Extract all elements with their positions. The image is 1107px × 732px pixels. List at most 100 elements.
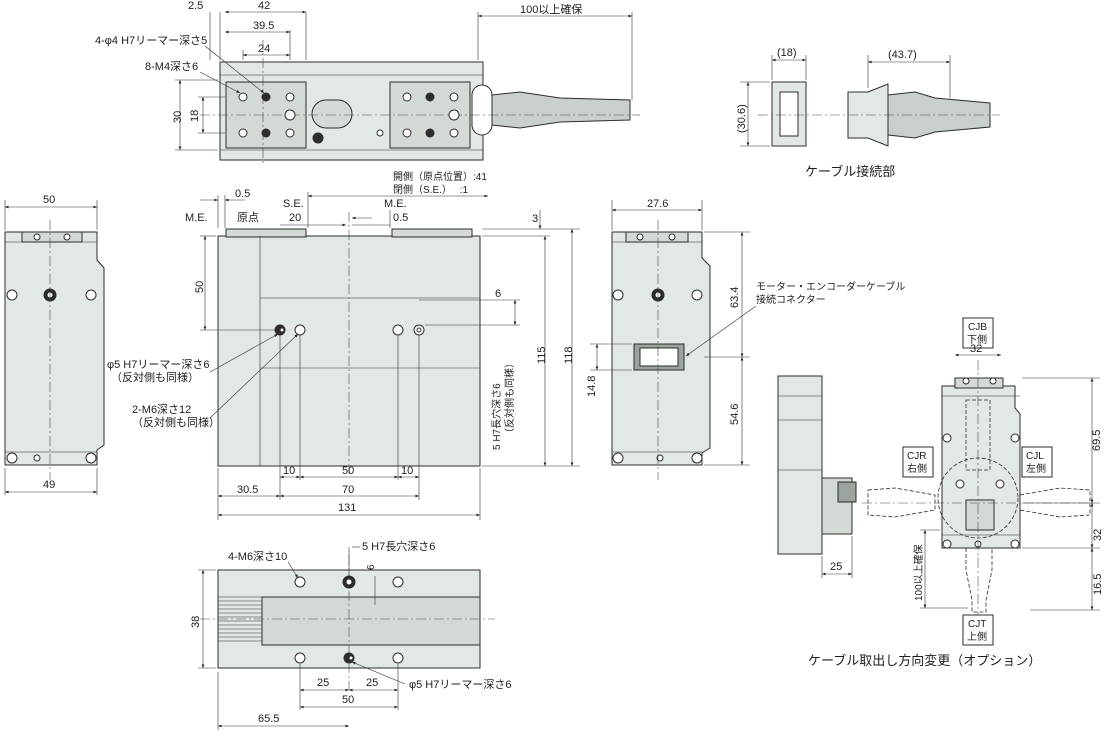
dim-0-5-left: 0.5 [235,188,250,200]
label-me-right: M.E. [384,198,407,210]
front-top-plate-left [225,228,307,238]
dim-131: 131 [338,502,356,514]
dim-118: 118 [563,346,575,364]
option-front-view: CJB 下側 CJR 右側 CJL 左側 CJT 上側 32 69.5 32 1… [808,317,1104,668]
note-open-side: 開側（原点位置）:41 [393,170,487,183]
label-me-left: M.E. [185,212,208,224]
note-close-side: 閉側（S.E.） :1 [393,183,468,196]
tag-cjb-box [962,317,994,349]
label-connector: モーター・エンコーダーケーブル [756,280,905,293]
tag-cjb: CJB [968,322,987,333]
dim-24: 24 [258,43,270,55]
top-view: 2.5 42 39.5 24 30 18 100以上確保 4-φ4 H7リーマー… [95,0,640,165]
dim-63-4: 63.4 [729,287,741,308]
right-holes [612,233,703,464]
label-phi5-bottom: φ5 H7リーマー深さ6 [409,678,512,691]
option-side-view: 25 [777,375,857,578]
dim-42: 42 [258,0,270,12]
label-h7-hole: 4-φ4 H7リーマー深さ5 [95,34,207,47]
tag-cjb-sub: 下側 [967,333,987,346]
dim-54-6: 54.6 [729,404,741,425]
cable-up-outline [965,399,991,471]
label-cable-100: 100以上確保 [912,544,925,601]
dim-6-bottom: 6 [366,564,377,570]
front-view: 開側（原点位置）:41 閉側（S.E.） :1 0.5 M.E. 原点 S.E.… [107,170,580,520]
dim-69-5: 69.5 [1091,430,1103,451]
tag-cjt-sub: 上側 [967,630,987,643]
tag-cjt: CJT [968,619,986,630]
dim-10-b: 10 [401,465,413,477]
tag-cjr-box [902,446,934,478]
dim-49-left: 49 [43,479,55,491]
dim-0-5-right: 0.5 [393,212,408,224]
dim-27-6: 27.6 [647,198,668,210]
dim-25-option: 25 [830,561,842,573]
dim-39-5: 39.5 [253,20,274,32]
label-slot-bottom: 5 H7長穴深さ6 [362,539,435,553]
bottom-holes [294,575,404,664]
option-side-plug [837,481,857,503]
right-top-plate [625,231,689,243]
tag-cjl-box [1021,446,1053,478]
dim-2-5: 2.5 [188,0,203,12]
label-phi5-hole: φ5 H7リーマー深さ6 [107,358,210,371]
label-m6-bottom: 4-M6深さ10 [228,550,287,563]
dim-65-5: 65.5 [258,713,279,725]
dim-3: 3 [532,213,538,225]
dim-100-cable: 100以上確保 [520,2,582,16]
tag-cjl: CJL [1026,451,1044,462]
tag-cjl-sub: 左側 [1026,462,1046,475]
option-front-body [941,385,1021,549]
cable-down-outline [965,547,993,613]
dim-14-8: 14.8 [586,376,598,397]
label-connector-2: 接続コネクター [756,293,826,306]
dim-20: 20 [289,212,301,224]
option-caption: ケーブル取出し方向変更（オプション） [808,653,1041,668]
bottom-fins [218,596,262,642]
dim-32-horizontal: 32 [970,343,982,355]
dim-70: 70 [342,484,354,496]
connector-socket [779,91,799,137]
option-connector [965,499,995,531]
dim-50-vertical: 50 [194,281,206,293]
left-top-plate [21,231,83,243]
cable-detail: (18) (43.7) (30.6) ケーブル接続部 [736,47,1000,179]
left-view: 50 49 [4,194,105,495]
tag-cjr: CJR [907,451,926,462]
dim-50-horizontal: 50 [342,465,354,477]
cable-detail-caption: ケーブル接続部 [805,164,895,179]
label-m6-tap: 2-M6深さ12 [132,403,191,416]
tag-cjr-sub: 右側 [907,462,927,475]
option-top-plate [954,377,1004,389]
top-cable [491,91,631,129]
dim-25-a: 25 [317,677,329,689]
tag-cjt-box [962,614,994,646]
dim-43-7: (43.7) [888,49,917,61]
dim-18: 18 [189,110,201,122]
dim-25-b: 25 [366,677,378,689]
label-origin: 原点 [237,211,259,224]
dim-50-bottom: 50 [342,694,354,706]
label-slot-sub: （反対側も同様） [503,358,516,438]
label-m4-tap: 8-M4深さ6 [145,60,198,73]
dim-30: 30 [172,111,184,123]
cable-loop [471,84,493,136]
dim-6-front: 6 [495,288,501,300]
top-holes [238,92,460,144]
bottom-view: 4-M6深さ10 5 H7長穴深さ6 6 38 φ5 H7リーマー深さ6 25 … [190,539,512,730]
cable-right-outline [867,487,936,518]
option-holes [942,377,1020,549]
label-slot: 5 H7長穴深さ6 [490,383,503,450]
dim-30-6: (30.6) [736,104,748,133]
label-phi5-sub: （反対側も同様） [111,370,199,384]
dim-10-a: 10 [283,465,295,477]
connector-socket-side [639,347,679,367]
option-side-body [777,375,823,555]
dim-32-vertical: 32 [1092,529,1104,541]
right-view: 27.6 63.4 54.6 14.8 モーター・エンコーダーケーブル 接続コネ… [586,198,905,480]
bottom-center-band [261,596,481,646]
dim-16-5: 16.5 [1092,574,1104,595]
label-se: S.E. [283,198,304,210]
dim-18-paren: (18) [777,47,797,59]
